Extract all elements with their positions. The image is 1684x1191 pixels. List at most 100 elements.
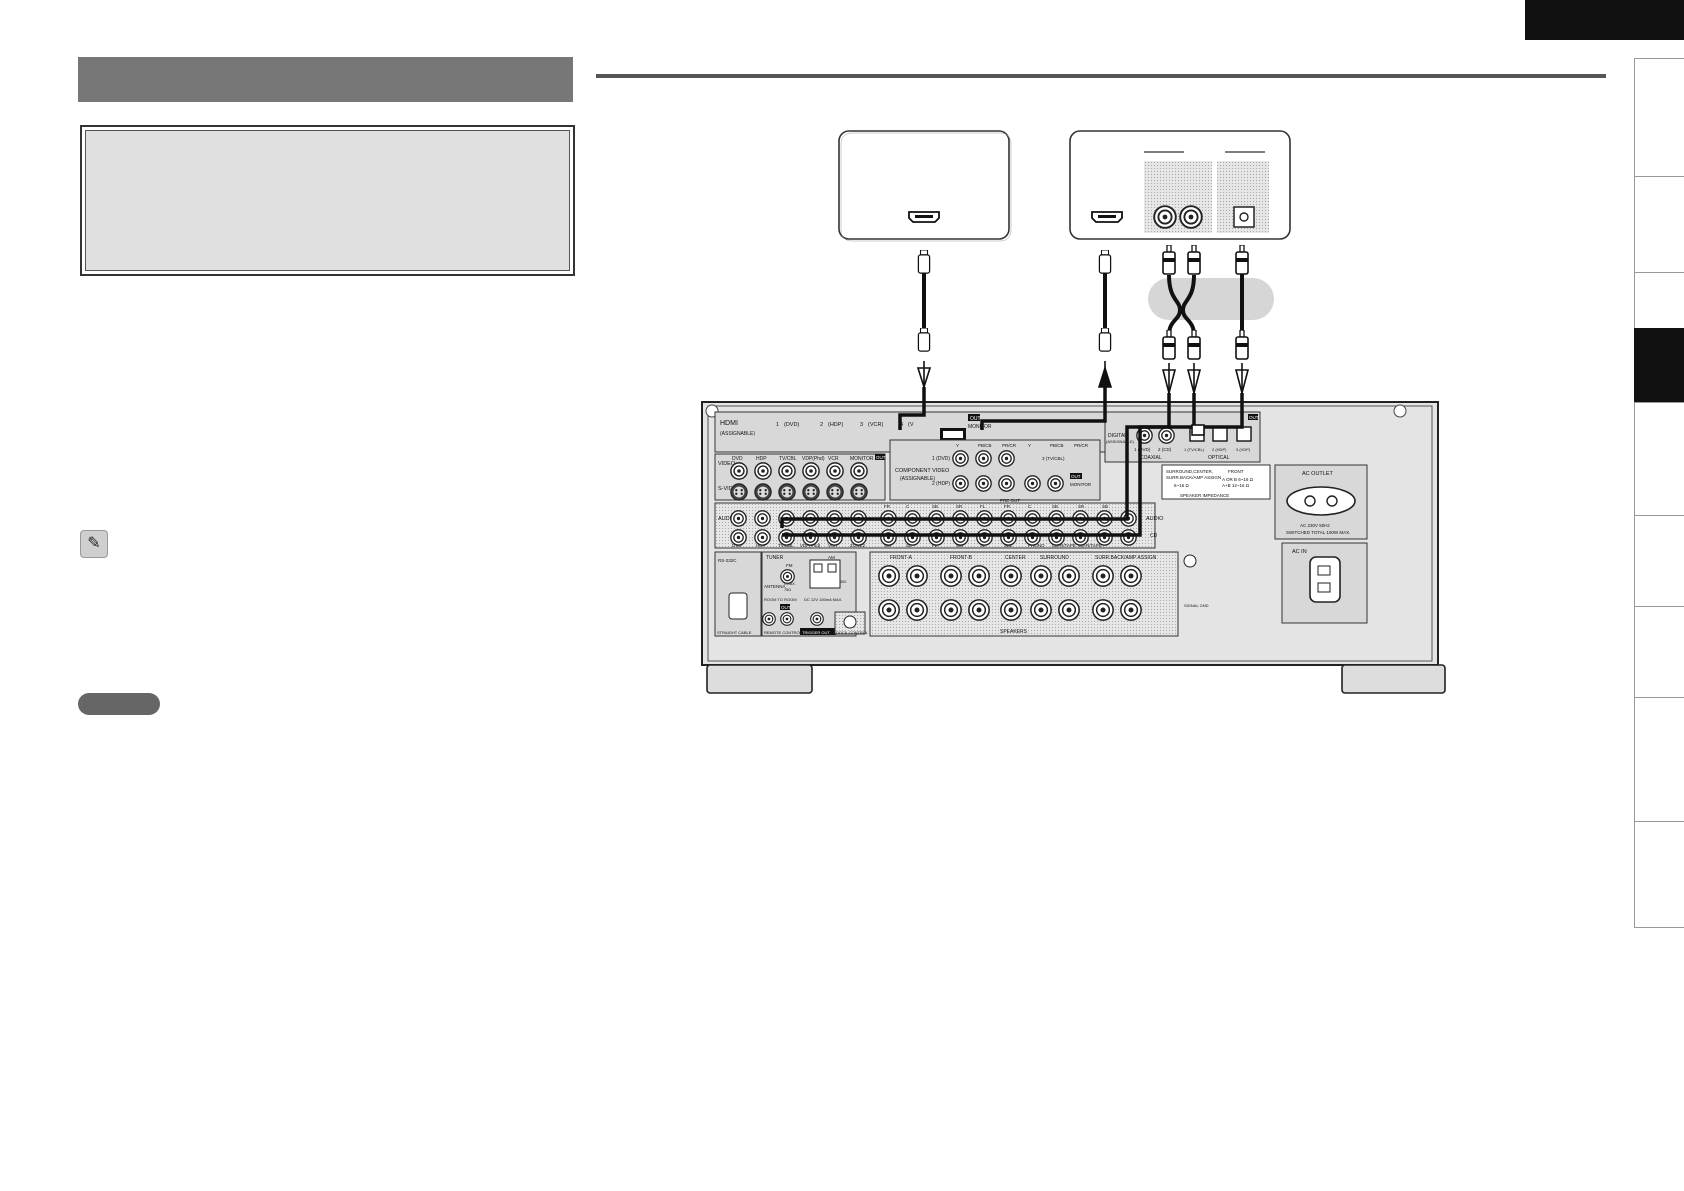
svg-text:SURR.BACK/AMP ASSIGN: SURR.BACK/AMP ASSIGN <box>1095 555 1157 561</box>
svg-text:SB: SB <box>1052 504 1058 509</box>
svg-text:COMPONENT VIDEO: COMPONENT VIDEO <box>895 468 950 474</box>
svg-text:SURROUND: SURROUND <box>1040 555 1069 561</box>
svg-text:Y: Y <box>956 443 959 448</box>
info-box <box>80 125 575 276</box>
svg-text:ANTENNA: ANTENNA <box>764 584 786 589</box>
source-coax-jack-2 <box>1179 205 1203 229</box>
svg-text:COAXIAL: COAXIAL <box>1140 455 1162 461</box>
svg-text:CD: CD <box>1150 533 1158 539</box>
svg-text:SB: SB <box>932 504 938 509</box>
svg-text:(ASSIGNABLE): (ASSIGNABLE) <box>720 431 755 437</box>
svg-text:1: 1 <box>776 422 779 428</box>
svg-text:75Ω: 75Ω <box>784 588 791 592</box>
svg-text:PB/CB: PB/CB <box>1050 443 1064 448</box>
svg-text:3 (TV/CBL): 3 (TV/CBL) <box>1042 456 1065 461</box>
svg-text:OPTICAL: OPTICAL <box>1208 455 1230 461</box>
svg-text:CD-R/TAPE: CD-R/TAPE <box>1052 543 1076 548</box>
svg-text:COAX.: COAX. <box>784 582 796 586</box>
svg-text:OUT: OUT <box>876 455 886 460</box>
svg-text:S-VIDEO: S-VIDEO <box>718 486 741 492</box>
svg-text:AC IN: AC IN <box>1292 549 1307 555</box>
svg-text:AC 230V 50Hz: AC 230V 50Hz <box>1300 523 1331 528</box>
svg-text:(V: (V <box>908 422 914 428</box>
chapter-tab-2[interactable] <box>1634 176 1684 272</box>
svg-text:MONITOR: MONITOR <box>968 424 992 430</box>
svg-text:SURR.BACK/AMP ASSIGN: SURR.BACK/AMP ASSIGN <box>1166 475 1221 480</box>
cable-note-bubble <box>1148 278 1274 320</box>
svg-text:2 (HDP): 2 (HDP) <box>932 481 950 487</box>
svg-text:SR: SR <box>956 504 963 509</box>
svg-text:PR/CR: PR/CR <box>1074 443 1089 448</box>
svg-text:DC 12V 150mA MAX.: DC 12V 150mA MAX. <box>804 597 842 602</box>
svg-text:SWITCHED TOTAL 100W MAX.: SWITCHED TOTAL 100W MAX. <box>1286 530 1350 535</box>
svg-text:C: C <box>906 504 910 509</box>
svg-text:FR: FR <box>1004 504 1011 509</box>
svg-text:FL: FL <box>980 504 986 509</box>
svg-text:CD-R/TAPE: CD-R/TAPE <box>1078 543 1102 548</box>
svg-text:2: 2 <box>820 422 823 428</box>
svg-text:3 (VDP): 3 (VDP) <box>1236 447 1251 452</box>
svg-text:(HDP): (HDP) <box>828 422 843 428</box>
svg-text:VIDEO: VIDEO <box>718 461 736 467</box>
svg-text:HDMI: HDMI <box>720 420 738 427</box>
svg-text:AUDIO: AUDIO <box>1146 516 1164 522</box>
svg-text:OUT: OUT <box>1249 415 1259 420</box>
section-header-bar <box>78 57 573 102</box>
svg-text:SPEAKER IMPEDANCE: SPEAKER IMPEDANCE <box>1180 493 1229 498</box>
svg-text:C: C <box>1028 504 1032 509</box>
svg-text:SL: SL <box>906 543 912 548</box>
svg-text:DVD: DVD <box>732 456 743 462</box>
chapter-tab-5[interactable] <box>1634 402 1684 515</box>
note-label-pill <box>78 693 160 715</box>
svg-text:TUNER: TUNER <box>766 555 784 561</box>
chapter-tab-7[interactable] <box>1634 606 1684 697</box>
svg-text:A OR B 6~16 Ω: A OR B 6~16 Ω <box>1222 477 1254 482</box>
svg-text:300: 300 <box>840 580 846 584</box>
svg-text:OUT: OUT <box>1071 474 1081 479</box>
svg-text:3: 3 <box>860 422 863 428</box>
source-optical-jack <box>1233 206 1255 228</box>
svg-text:PR/CR: PR/CR <box>1002 443 1017 448</box>
chapter-tab-6[interactable] <box>1634 515 1684 606</box>
svg-text:SPEAKERS: SPEAKERS <box>1000 629 1028 635</box>
chapter-tab-strip <box>1634 58 1684 928</box>
svg-text:AUDIO: AUDIO <box>718 516 736 522</box>
chapter-tab-4-active[interactable] <box>1634 328 1684 402</box>
chapter-tab-9[interactable] <box>1634 821 1684 928</box>
svg-text:FRONT: FRONT <box>1228 469 1244 474</box>
svg-text:AC OUTLET: AC OUTLET <box>1302 471 1334 477</box>
connection-diagram: HDMI (ASSIGNABLE) 1(DVD) 2(HDP) 3(VCR) 4… <box>701 130 1446 694</box>
svg-text:HDP: HDP <box>756 456 767 462</box>
svg-text:SURROUND,CENTER,: SURROUND,CENTER, <box>1166 469 1213 474</box>
svg-text:FRONT-A: FRONT-A <box>890 555 913 561</box>
svg-text:TV/CBL: TV/CBL <box>779 456 797 462</box>
svg-text:AM: AM <box>828 555 835 560</box>
svg-text:1 (TV/CBL): 1 (TV/CBL) <box>1184 447 1205 452</box>
svg-text:PB/CB: PB/CB <box>978 443 992 448</box>
svg-text:FRONT-B: FRONT-B <box>950 555 973 561</box>
svg-text:OUT: OUT <box>970 416 981 422</box>
svg-text:PHONO: PHONO <box>1028 543 1045 548</box>
svg-text:SIGNAL GND: SIGNAL GND <box>1184 603 1209 608</box>
chapter-tab-8[interactable] <box>1634 697 1684 821</box>
svg-text:A+B 12~16 Ω: A+B 12~16 Ω <box>1222 483 1250 488</box>
pencil-icon: ✎ <box>80 530 108 558</box>
svg-text:RS-232C: RS-232C <box>718 558 737 563</box>
svg-text:STRAIGHT CABLE: STRAIGHT CABLE <box>717 630 752 635</box>
svg-text:MONITOR: MONITOR <box>850 456 874 462</box>
source-hdmi-jack <box>1091 211 1123 223</box>
svg-text:FM: FM <box>786 563 793 568</box>
svg-text:PRE OUT: PRE OUT <box>1000 498 1020 503</box>
svg-text:OUT: OUT <box>781 605 791 610</box>
svg-text:VDP(Phd): VDP(Phd) <box>802 456 825 462</box>
tv-device <box>838 130 1012 242</box>
source-device <box>1069 130 1291 240</box>
corner-section-tab <box>1525 0 1684 40</box>
chapter-tab-1[interactable] <box>1634 58 1684 176</box>
svg-text:1 (DVD): 1 (DVD) <box>1134 447 1151 452</box>
svg-text:DIGITAL: DIGITAL <box>1108 433 1127 439</box>
svg-text:(ASSIGNABLE): (ASSIGNABLE) <box>900 476 935 482</box>
svg-text:MONITOR: MONITOR <box>1070 482 1092 487</box>
svg-text:(ASSIGNABLE): (ASSIGNABLE) <box>1106 439 1135 444</box>
chapter-tab-3[interactable] <box>1634 272 1684 328</box>
